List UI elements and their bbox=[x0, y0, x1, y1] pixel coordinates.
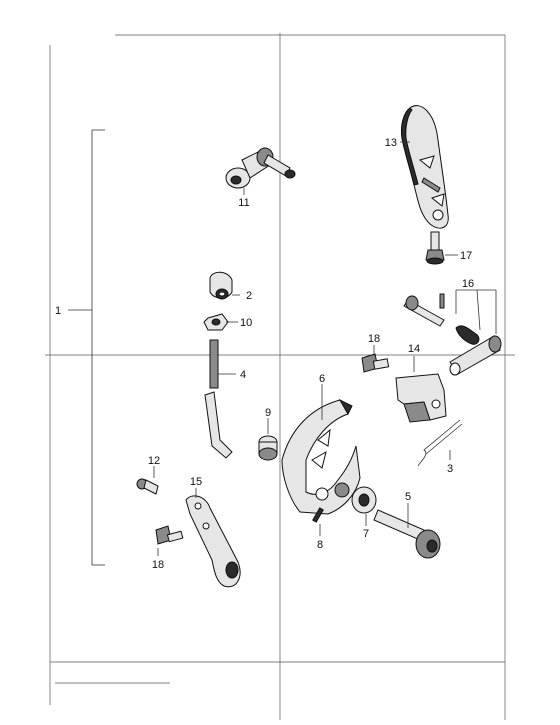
pin-8 bbox=[312, 507, 324, 523]
callout-16: 16 bbox=[462, 278, 474, 290]
callout-15: 15 bbox=[190, 476, 202, 488]
callout-11: 11 bbox=[238, 197, 249, 209]
bolt-18-lower bbox=[155, 525, 184, 545]
throttle-lever bbox=[401, 105, 449, 229]
callout-7: 7 bbox=[363, 528, 369, 540]
callout-1: 1 bbox=[55, 305, 61, 317]
bushing-9 bbox=[258, 435, 278, 461]
nut-10 bbox=[203, 313, 229, 331]
spring-clip bbox=[417, 419, 463, 467]
callout-10: 10 bbox=[240, 317, 252, 329]
leader-lines bbox=[153, 141, 497, 556]
bolt-17 bbox=[425, 231, 445, 265]
shaft-5 bbox=[373, 509, 441, 559]
bracket-14 bbox=[395, 373, 447, 423]
control-plate bbox=[281, 398, 361, 515]
throttle-rod bbox=[204, 339, 233, 459]
bolt-18-upper bbox=[361, 353, 390, 373]
callout-9: 9 bbox=[265, 407, 271, 419]
callout-4: 4 bbox=[240, 369, 246, 381]
assembly-bracket bbox=[68, 129, 105, 566]
frame-lines bbox=[45, 33, 515, 720]
callout-18-upper: 18 bbox=[368, 333, 380, 345]
callout-14: 14 bbox=[408, 343, 420, 355]
pin-spring-bushing bbox=[403, 293, 502, 376]
grease-nipple bbox=[136, 478, 159, 495]
callout-5: 5 bbox=[405, 491, 411, 503]
callout-8: 8 bbox=[317, 539, 323, 551]
cable-joint bbox=[225, 147, 296, 189]
cable-end bbox=[209, 271, 233, 300]
callout-13: 13 bbox=[385, 137, 397, 149]
callout-6: 6 bbox=[319, 373, 325, 385]
washer-7 bbox=[351, 486, 377, 514]
callout-2: 2 bbox=[246, 290, 252, 302]
callout-12: 12 bbox=[148, 455, 160, 467]
callout-17: 17 bbox=[460, 250, 472, 262]
callout-labels: 1 2 3 4 5 6 7 8 9 10 11 12 13 14 15 16 1… bbox=[55, 137, 474, 571]
callout-18-lower: 18 bbox=[152, 559, 164, 571]
arm-15 bbox=[185, 495, 241, 588]
callout-3: 3 bbox=[447, 463, 453, 475]
